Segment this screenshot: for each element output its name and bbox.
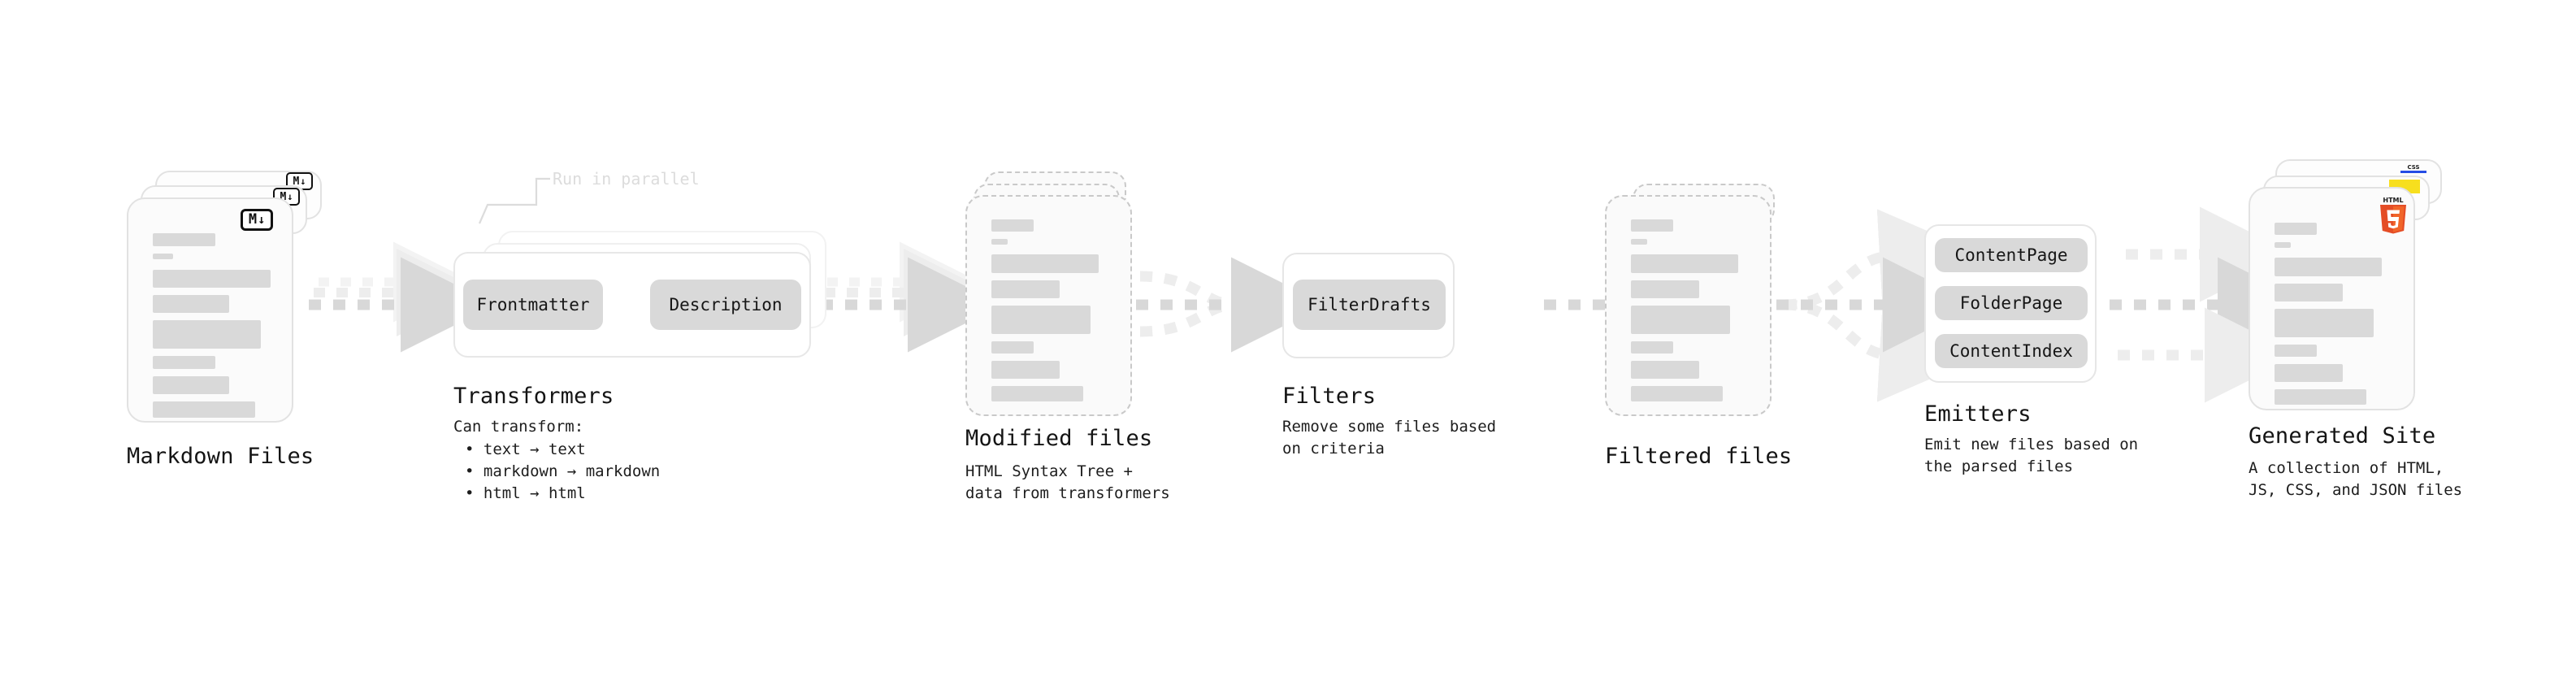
- emitter-chip-folderpage[interactable]: FolderPage: [1935, 286, 2088, 320]
- run-in-parallel-leader: [478, 177, 550, 224]
- stage-desc-transformers: Can transform:: [453, 418, 584, 436]
- markdown-icon-arrow: ↓: [287, 191, 293, 202]
- stage-desc-emitters: Emit new files based on the parsed files: [1924, 436, 2139, 475]
- css-icon: CSS: [2400, 164, 2426, 173]
- stage-desc-modified-files: HTML Syntax Tree + data from transformer…: [965, 462, 1170, 502]
- transformer-chip-frontmatter[interactable]: Frontmatter: [463, 280, 603, 330]
- markdown-file-card: M ↓: [127, 197, 293, 423]
- stage-title-modified-files: Modified files: [965, 426, 1153, 451]
- stage-desc-generated-site: A collection of HTML, JS, CSS, and JSON …: [2249, 459, 2463, 499]
- placeholder-lines: [991, 219, 1109, 409]
- placeholder-lines: [1631, 219, 1749, 409]
- stage-title-markdown-files: Markdown Files: [127, 444, 314, 469]
- stage-title-filters: Filters: [1282, 384, 1377, 409]
- stage-title-emitters: Emitters: [1924, 401, 2032, 427]
- arrow-markdown-to-transformers: [309, 241, 496, 353]
- arrow-transformers-to-modified: [821, 241, 1003, 353]
- site-file-card: HTML: [2249, 187, 2415, 410]
- modified-file-card: [965, 195, 1132, 416]
- transformer-bullet-0: • text → text: [465, 440, 586, 458]
- run-in-parallel-label: Run in parallel: [553, 169, 700, 189]
- placeholder-lines: [153, 233, 271, 425]
- markdown-icon-letter: M: [248, 211, 258, 228]
- stage-title-generated-site: Generated Site: [2249, 423, 2436, 449]
- markdown-icon: M ↓: [241, 209, 273, 231]
- emitter-chip-contentindex[interactable]: ContentIndex: [1935, 334, 2088, 368]
- filtered-file-card: [1605, 195, 1772, 416]
- stage-title-filtered-files: Filtered files: [1605, 444, 1793, 469]
- transformer-bullet-2: • html → html: [465, 484, 586, 502]
- stage-title-transformers: Transformers: [453, 384, 614, 409]
- transformer-bullet-1: • markdown → markdown: [465, 462, 661, 480]
- svg-text:CSS: CSS: [2407, 164, 2419, 171]
- html5-icon: HTML: [2380, 197, 2406, 234]
- markdown-icon-arrow: ↓: [300, 176, 306, 187]
- arrow-filtered-to-emitters: [1776, 209, 1978, 402]
- markdown-icon-letter: M: [293, 175, 300, 188]
- markdown-icon-letter: M: [280, 190, 287, 203]
- arrow-modified-to-filters: [1136, 257, 1326, 353]
- filter-chip-filterdrafts[interactable]: FilterDrafts: [1293, 280, 1446, 330]
- placeholder-lines: [2275, 223, 2392, 412]
- markdown-icon-arrow: ↓: [258, 212, 266, 227]
- html5-icon-wordmark: HTML: [2383, 197, 2403, 204]
- transformer-chip-description[interactable]: Description: [650, 280, 801, 330]
- stage-desc-filters: Remove some files based on criteria: [1282, 418, 1497, 458]
- arrow-emitters-to-site: [2110, 206, 2313, 403]
- emitter-chip-contentpage[interactable]: ContentPage: [1935, 238, 2088, 272]
